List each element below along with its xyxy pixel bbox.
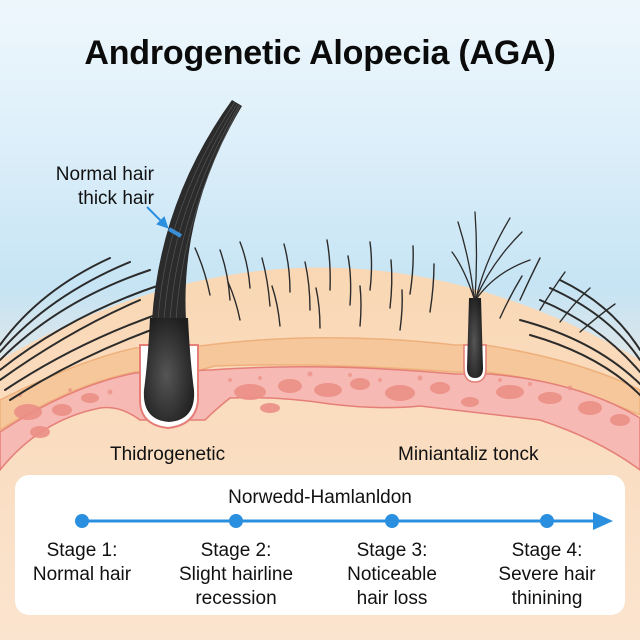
normal-hair-callout: Normal hair thick hair — [34, 163, 154, 211]
stage-desc-line-1: Severe hair — [498, 564, 596, 585]
stage-desc-line-2: recession — [195, 588, 277, 609]
stage-4-dot — [540, 514, 554, 528]
stage-2: Stage 2: Slight hairline recession — [166, 539, 306, 611]
scale-title: Norwedd-Hamlanldon — [228, 487, 412, 508]
fine-hairs — [194, 239, 616, 333]
stage-1: Stage 1: Normal hair — [12, 539, 152, 587]
callout-line-2: thick hair — [77, 188, 154, 209]
miniaturized-follicle-label: Miniantaliz tonck — [398, 444, 539, 465]
callout-line-1: Normal hair — [55, 164, 154, 185]
stage-4: Stage 4: Severe hair thinining — [477, 539, 617, 611]
stage-heading: Stage 3: — [356, 540, 428, 561]
stage-3-dot — [385, 514, 399, 528]
normal-hair-shaft — [152, 100, 242, 320]
norwood-scale-card: Norwedd-Hamlanldon Stage 1: Normal hair … — [15, 475, 625, 615]
hair-highlight-mark — [167, 227, 183, 238]
timeline-arrowhead-icon — [593, 512, 613, 530]
arrow-pointer-icon — [146, 206, 169, 229]
stage-1-dot — [75, 514, 89, 528]
stage-heading: Stage 1: — [46, 540, 118, 561]
page-title: Androgenetic Alopecia (AGA) — [84, 34, 556, 72]
hair-fringe-right — [519, 279, 640, 396]
stage-desc-line-1: Normal hair — [32, 564, 132, 585]
stage-desc-line-2: hair loss — [356, 588, 428, 609]
mini-follicle-bulb — [467, 298, 483, 378]
fat-cells — [14, 378, 630, 438]
hair-fringe-left — [0, 257, 171, 401]
stage-desc-line-2: thinining — [511, 588, 583, 609]
hair-strand-lines — [157, 101, 241, 321]
small-fat-dots — [18, 371, 573, 397]
stage-3: Stage 3: Noticeable hair loss — [322, 539, 462, 611]
stage-desc-line-1: Noticeable — [347, 564, 437, 585]
stage-desc-line-1: Slight hairline — [178, 564, 294, 585]
mini-hair-tuft — [451, 211, 531, 299]
stage-heading: Stage 4: — [511, 540, 583, 561]
stage-heading: Stage 2: — [200, 540, 272, 561]
normal-follicle-bulb — [143, 318, 195, 422]
stage-2-dot — [229, 514, 243, 528]
stage-timeline — [75, 512, 613, 530]
normal-follicle-label: Thidrogenetic — [110, 444, 226, 465]
